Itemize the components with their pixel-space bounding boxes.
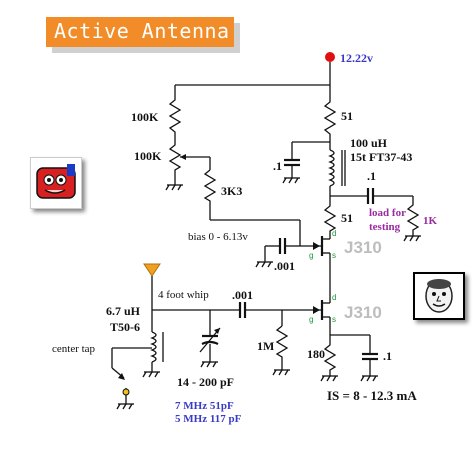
ground-hatch bbox=[366, 375, 371, 382]
ground-hatch bbox=[332, 375, 337, 382]
resistor-3k3 bbox=[203, 169, 217, 220]
label-is-current: IS = 8 - 12.3 mA bbox=[327, 388, 417, 403]
label-inductor: 100 uH bbox=[350, 136, 388, 150]
ground-hatch bbox=[272, 369, 277, 376]
mascot-logo-icon[interactable] bbox=[30, 157, 82, 209]
ground-hatch bbox=[154, 371, 159, 378]
pin-g-lower: g bbox=[309, 315, 313, 324]
label-band-7mhz: 7 MHz 51pF bbox=[175, 400, 234, 412]
ground-hatch bbox=[409, 235, 414, 242]
feed-terminal-icon bbox=[122, 388, 130, 396]
resistor-180 bbox=[323, 335, 337, 376]
ground-hatch bbox=[282, 177, 287, 184]
label-51-mid: 51 bbox=[341, 211, 353, 225]
label-load-2: testing bbox=[369, 221, 401, 233]
pin-d-upper: d bbox=[332, 229, 336, 238]
label-c-source: .1 bbox=[383, 349, 392, 363]
label-c-input: .001 bbox=[232, 288, 253, 302]
varcap-plate bbox=[201, 340, 219, 345]
label-c-gate-upper: .001 bbox=[274, 259, 295, 273]
label-bias: bias 0 - 6.13v bbox=[188, 231, 248, 243]
resistor-51-top bbox=[323, 85, 337, 142]
supply-terminal-icon bbox=[325, 52, 335, 62]
label-100k-pot: 100K bbox=[134, 149, 162, 163]
center-tap-arrow-icon bbox=[118, 373, 125, 380]
resistor-51-mid bbox=[323, 196, 337, 236]
label-whip: 4 foot whip bbox=[158, 289, 209, 301]
label-1k: 1K bbox=[423, 215, 438, 227]
face-portrait-icon[interactable] bbox=[413, 272, 465, 320]
ground-hatch bbox=[255, 261, 260, 268]
ground-hatch bbox=[116, 403, 121, 410]
pin-d-lower: d bbox=[332, 293, 336, 302]
ground-hatch bbox=[360, 375, 365, 382]
ground-hatch bbox=[165, 184, 170, 191]
label-180: 180 bbox=[307, 347, 325, 361]
label-100k-top: 100K bbox=[131, 110, 159, 124]
jfet-upper-arrow-icon bbox=[313, 242, 320, 250]
potentiometer-100k bbox=[168, 140, 182, 178]
ground-hatch bbox=[212, 361, 217, 368]
jfet-lower-arrow-icon bbox=[313, 306, 320, 314]
pin-g-upper: g bbox=[309, 251, 313, 260]
resistor-1k bbox=[406, 196, 420, 236]
label-inductor-core: 15t FT37-43 bbox=[350, 150, 412, 164]
ground-hatch bbox=[278, 369, 283, 376]
page-title: Active Antenna bbox=[54, 19, 230, 43]
label-c-bypass: .1 bbox=[273, 159, 282, 173]
ground-hatch bbox=[288, 177, 293, 184]
ground-hatch bbox=[148, 371, 153, 378]
ground-hatch bbox=[171, 184, 176, 191]
label-jfet-upper: J310 bbox=[344, 238, 382, 257]
ground-hatch bbox=[267, 261, 272, 268]
label-load-1: load for bbox=[369, 207, 406, 219]
label-coil-value: 6.7 uH bbox=[106, 304, 141, 318]
label-band-5mhz: 5 MHz 117 pF bbox=[175, 413, 242, 425]
label-center-tap: center tap bbox=[52, 343, 96, 355]
ground-hatch bbox=[403, 235, 408, 242]
resistor-100k-top bbox=[168, 85, 182, 140]
varcap-arrow-icon bbox=[214, 328, 220, 334]
label-coil-core: T50-6 bbox=[110, 320, 140, 334]
inductor-100uh bbox=[328, 149, 335, 187]
label-3k3: 3K3 bbox=[221, 184, 242, 198]
ground-hatch bbox=[326, 375, 331, 382]
title-banner: Active Antenna bbox=[46, 17, 234, 47]
pot-wiper-arrow-icon bbox=[180, 154, 186, 160]
ground-hatch bbox=[206, 361, 211, 368]
supply-label: 12.22v bbox=[340, 51, 373, 65]
ground-hatch bbox=[200, 361, 205, 368]
ground-hatch bbox=[294, 177, 299, 184]
ground-hatch bbox=[284, 369, 289, 376]
pin-s-lower: s bbox=[332, 315, 336, 324]
label-1m: 1M bbox=[257, 339, 274, 353]
resistor-1m bbox=[275, 325, 289, 370]
ground-hatch bbox=[142, 371, 147, 378]
antenna-icon bbox=[143, 263, 161, 277]
label-51-top: 51 bbox=[341, 109, 353, 123]
ground-hatch bbox=[122, 403, 127, 410]
label-c-coupling: .1 bbox=[367, 169, 376, 183]
label-jfet-lower: J310 bbox=[344, 303, 382, 322]
pin-s-upper: s bbox=[332, 251, 336, 260]
ground-hatch bbox=[320, 375, 325, 382]
label-var-cap: 14 - 200 pF bbox=[177, 375, 234, 389]
ground-hatch bbox=[177, 184, 182, 191]
coil-t50-6 bbox=[150, 331, 157, 363]
ground-hatch bbox=[261, 261, 266, 268]
ground-hatch bbox=[128, 403, 133, 410]
ground-hatch bbox=[372, 375, 377, 382]
ground-hatch bbox=[415, 235, 420, 242]
